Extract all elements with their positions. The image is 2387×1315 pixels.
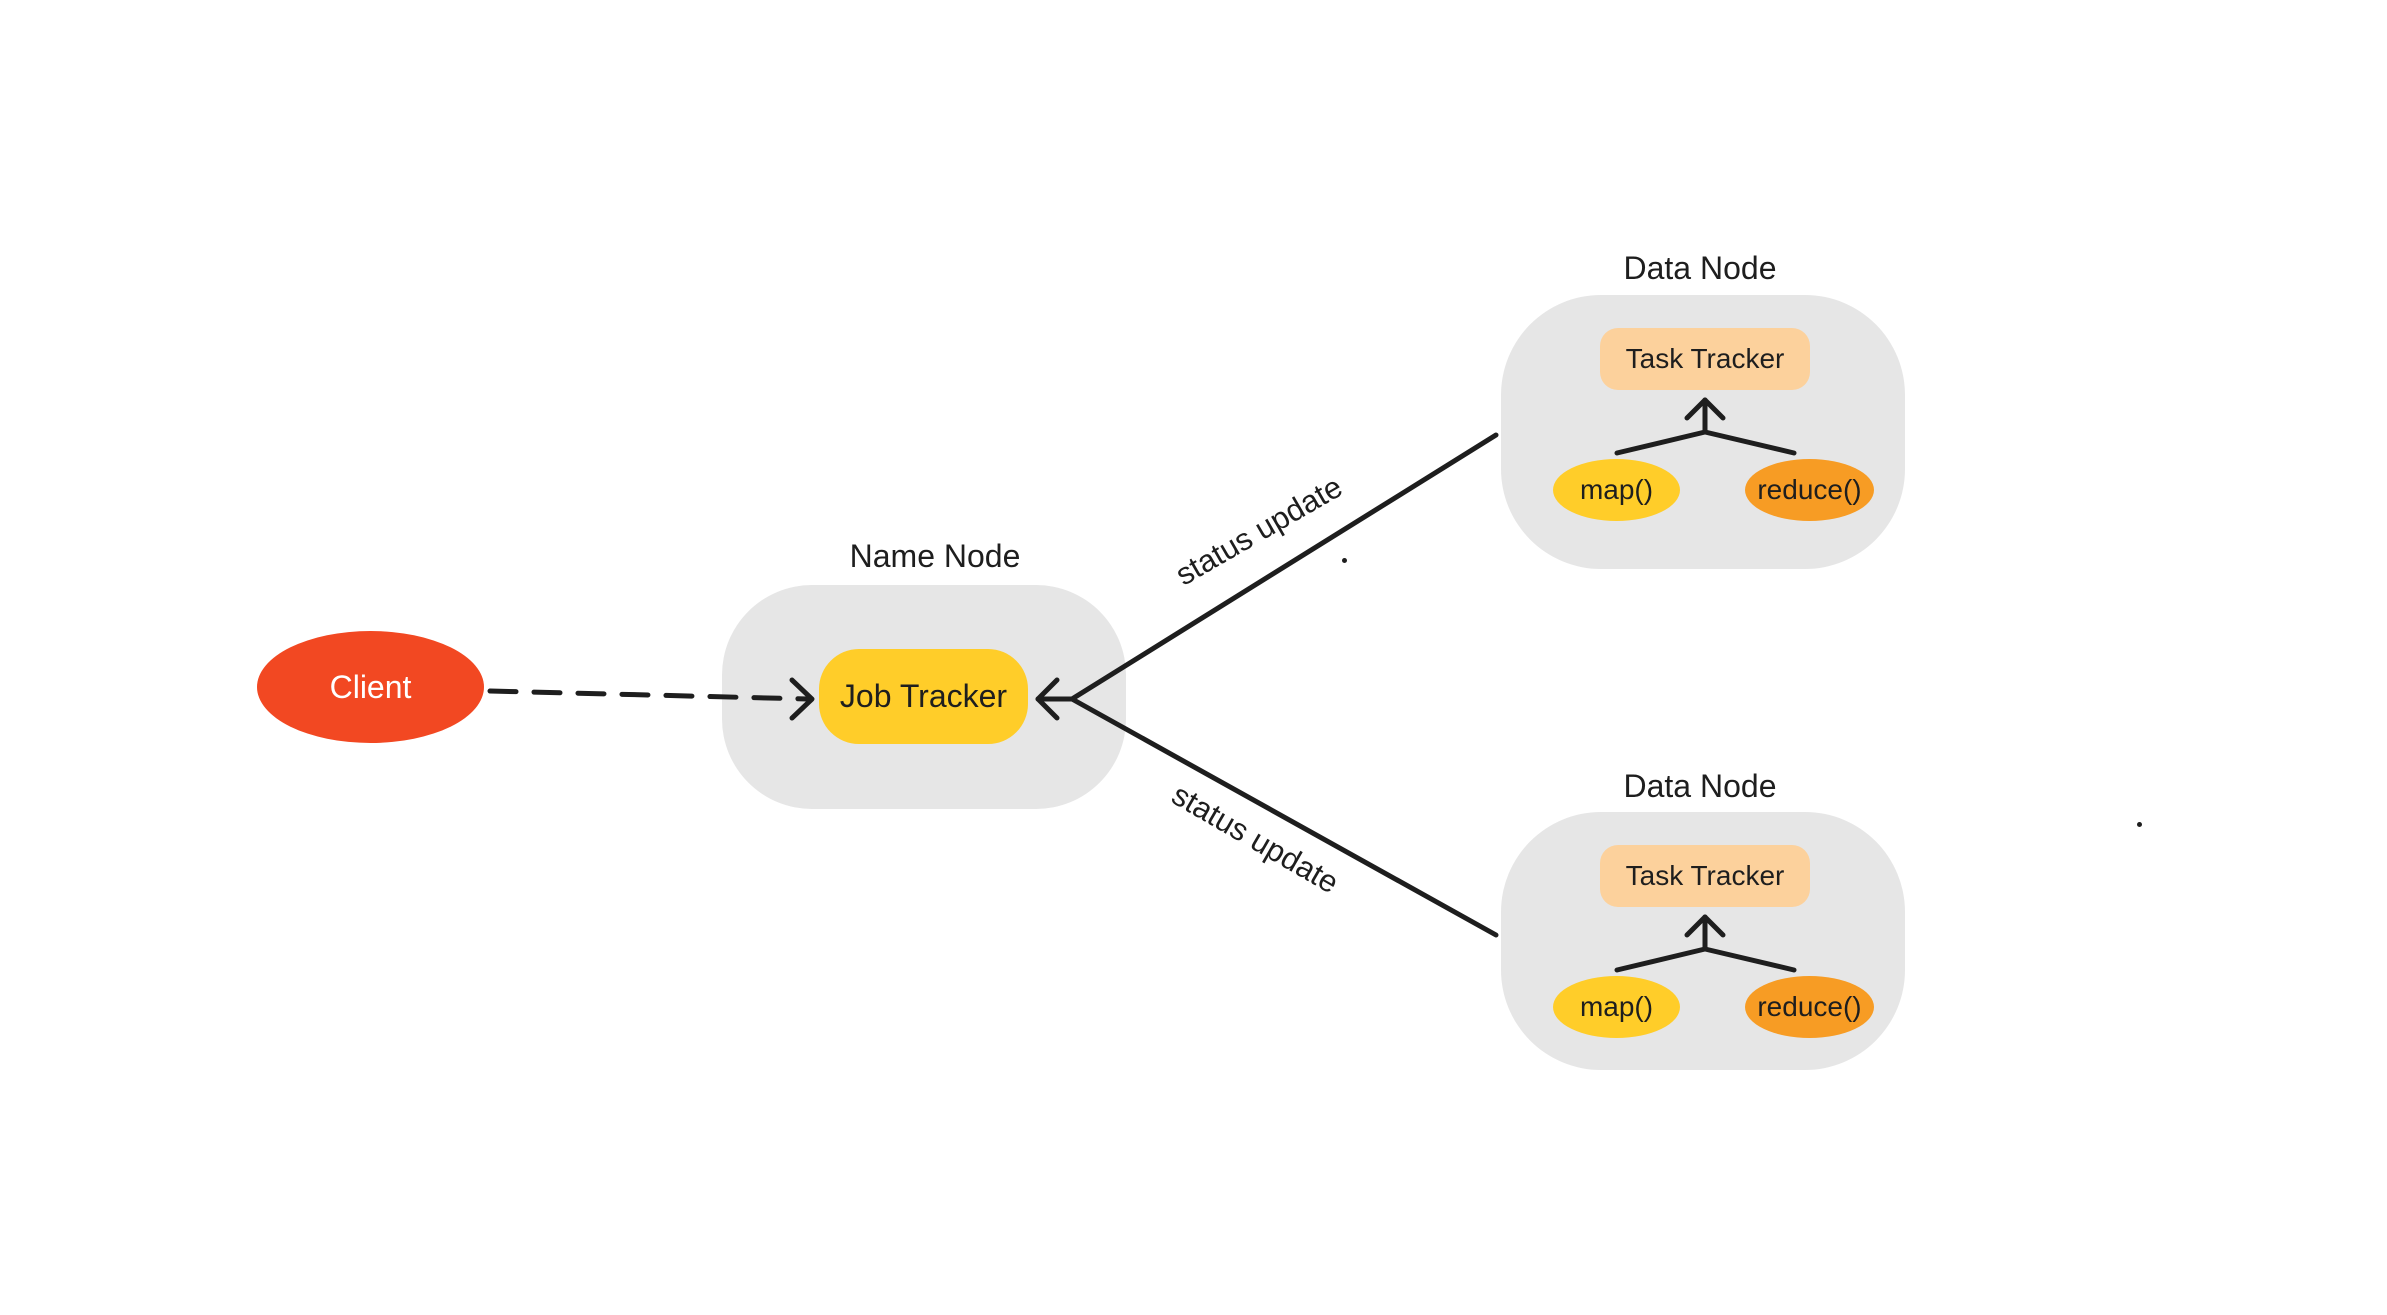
- reduce-to-task-tracker-connector: [1702, 946, 1797, 973]
- task-tracker-label: Task Tracker: [1625, 860, 1785, 891]
- map-to-task-tracker-connector: [1614, 946, 1708, 973]
- reduce-function[interactable]: reduce(): [1745, 459, 1874, 521]
- map-function[interactable]: map(): [1553, 459, 1680, 521]
- task-tracker-box[interactable]: Task Tracker: [1600, 845, 1810, 907]
- reduce-label: reduce(): [1757, 474, 1862, 505]
- map-label: map(): [1579, 474, 1654, 505]
- status-update-lower-arrow: [1069, 696, 1499, 938]
- name-node-title: Name Node: [849, 538, 1021, 574]
- stray-dot: [1342, 558, 1347, 563]
- map-function[interactable]: map(): [1553, 976, 1680, 1038]
- task-tracker-label: Task Tracker: [1625, 343, 1785, 374]
- client-node[interactable]: Client: [257, 631, 484, 743]
- job-tracker-box[interactable]: Job Tracker: [819, 649, 1028, 744]
- client-label: Client: [329, 668, 412, 705]
- map-label: map(): [1579, 991, 1654, 1022]
- client-to-job-tracker-arrow: [487, 688, 811, 702]
- data-node-title: Data Node: [1623, 768, 1777, 804]
- reduce-to-task-tracker-connector: [1702, 429, 1797, 456]
- reduce-label: reduce(): [1757, 991, 1862, 1022]
- arrowhead-icon: [1684, 397, 1726, 421]
- status-update-upper-arrow: [1069, 432, 1499, 702]
- task-tracker-box[interactable]: Task Tracker: [1600, 328, 1810, 390]
- stray-dot: [2137, 822, 2142, 827]
- arrowhead-icon: [1684, 914, 1726, 938]
- map-to-task-tracker-connector: [1614, 429, 1708, 456]
- arrowhead-icon: [789, 677, 815, 721]
- reduce-function[interactable]: reduce(): [1745, 976, 1874, 1038]
- job-tracker-label: Job Tracker: [839, 678, 1008, 714]
- data-node-title: Data Node: [1623, 250, 1777, 286]
